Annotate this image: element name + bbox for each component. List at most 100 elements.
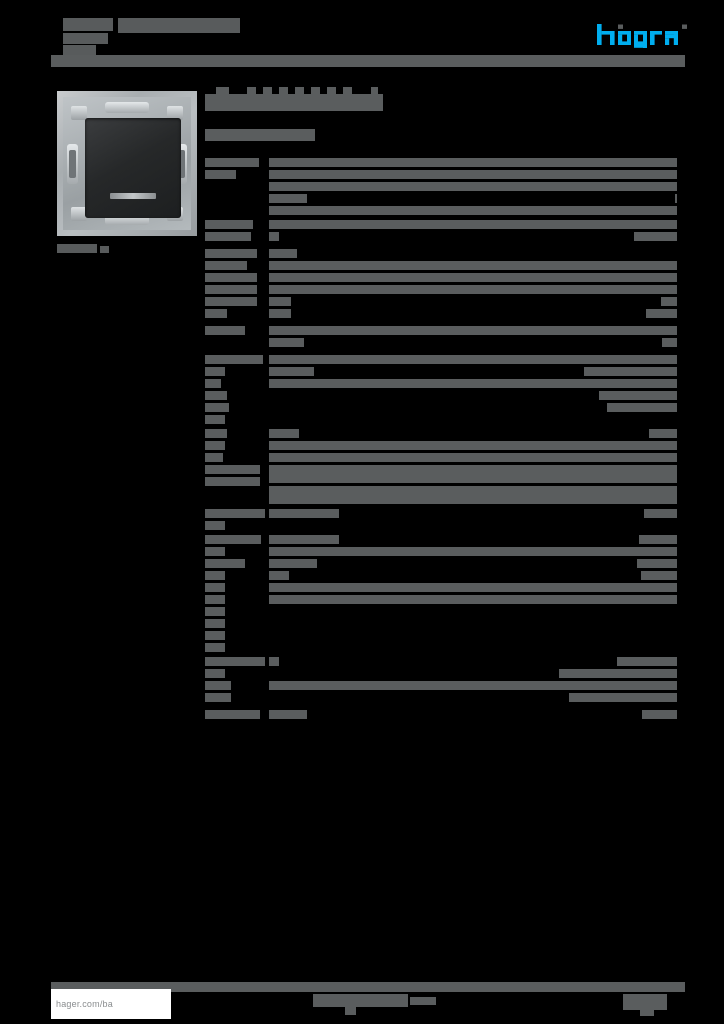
figure-caption: [57, 244, 97, 253]
leader-gap: [279, 232, 634, 241]
spec-value-leader: [269, 232, 677, 241]
spec-value-line: [269, 273, 677, 282]
specification-table: [205, 158, 683, 722]
table-row: [205, 355, 683, 424]
spec-label-line: [205, 355, 263, 364]
spec-label-line: [205, 220, 253, 229]
title-cap-2: [247, 87, 256, 95]
leader-gap: [307, 710, 642, 719]
spec-label-line: [205, 559, 245, 568]
spec-value-line: [269, 453, 677, 462]
table-row: [205, 158, 683, 215]
spec-value-line: [269, 379, 677, 388]
spec-value-leader: [269, 669, 677, 678]
spec-value-leader: [269, 429, 677, 438]
leader-gap: [339, 509, 644, 518]
header-title-line-2: [118, 18, 240, 33]
footer-rule-bar: [51, 982, 685, 992]
spec-value-leader: [269, 710, 677, 719]
spec-label-cell: [205, 509, 269, 530]
footer-url[interactable]: hager.com/ba: [51, 989, 171, 1019]
spec-label-cell: [205, 535, 269, 652]
leader-gap: [269, 669, 559, 678]
footer-page-number: [623, 994, 667, 1010]
spec-label-line: [205, 547, 225, 556]
page-footer: hager.com/ba: [0, 966, 724, 1024]
spec-value-line: [269, 220, 677, 229]
spec-label-cell: [205, 355, 269, 424]
spec-label-line: [205, 643, 225, 652]
spec-value-leader: [269, 367, 677, 376]
title-cap-9: [371, 87, 378, 95]
spec-value-line: [269, 681, 677, 690]
spec-label-line: [205, 261, 247, 270]
spec-label-cell: [205, 158, 269, 215]
spec-value-leader: [269, 559, 677, 568]
spec-value-cell: [269, 710, 683, 722]
spec-label-line: [205, 607, 225, 616]
title-cap-5: [295, 87, 304, 95]
support-frame: [63, 97, 191, 230]
spec-label-line: [205, 681, 231, 690]
spec-label-line: [205, 273, 257, 282]
spec-label-line: [205, 477, 260, 486]
leader-gap: [314, 367, 584, 376]
header-title-line-1: [63, 18, 113, 31]
spec-label-cell: [205, 326, 269, 350]
title-cap-6: [311, 87, 320, 95]
spec-label-cell: [205, 220, 269, 244]
spec-label-line: [205, 669, 225, 678]
spec-value-line: [269, 547, 677, 556]
indicator-lens: [110, 193, 156, 199]
claw-bottom-left: [71, 207, 87, 221]
spec-label-line: [205, 379, 221, 388]
spec-label-cell: [205, 429, 269, 504]
figure-caption-suffix: [100, 246, 109, 253]
spec-value-cell: [269, 535, 683, 652]
spec-label-line: [205, 326, 245, 335]
spec-value-line: [269, 326, 677, 335]
rocker-button: [85, 118, 181, 218]
product-photo: [57, 91, 197, 236]
title-cap-8: [343, 87, 352, 95]
spec-value-line: [269, 261, 677, 270]
spec-value-cell: [269, 249, 683, 321]
spec-value-cell: [269, 657, 683, 705]
table-row: [205, 429, 683, 504]
spec-value-leader: [269, 693, 677, 702]
spec-label-line: [205, 619, 225, 628]
table-row: [205, 710, 683, 722]
spec-label-cell: [205, 249, 269, 321]
table-row: [205, 535, 683, 652]
spec-value-line: [269, 206, 677, 215]
claw-slot-right: [178, 149, 185, 178]
spec-label-line: [205, 535, 261, 544]
document-title-bar: [205, 94, 383, 111]
spec-value-line: [269, 170, 677, 179]
spec-value-cell: [269, 429, 683, 504]
spec-value-line: [269, 285, 677, 294]
claw-top-right: [167, 106, 183, 120]
spec-label-cell: [205, 710, 269, 722]
leader-gap: [304, 338, 662, 347]
spec-label-line: [205, 465, 260, 474]
spec-value-cell: [269, 355, 683, 424]
footer-center-block: [313, 994, 408, 1007]
footer-center-block-3: [345, 1007, 356, 1015]
section-label: [205, 129, 315, 141]
leader-gap: [269, 693, 569, 702]
leader-gap: [307, 194, 675, 203]
title-cap-4: [279, 87, 288, 95]
claw-slot-left: [69, 149, 76, 178]
claw-top-left: [71, 106, 87, 120]
leader-gap: [317, 559, 637, 568]
spec-value-line: [269, 595, 677, 604]
spec-label-line: [205, 595, 225, 604]
spec-label-line: [205, 285, 257, 294]
title-cap-1: [216, 87, 229, 95]
footer-url-text: hager.com/ba: [56, 999, 113, 1009]
spec-value-leader: [269, 338, 677, 347]
spec-label-line: [205, 441, 225, 450]
hager-logo: [596, 22, 688, 48]
spec-label-line: [205, 521, 225, 530]
